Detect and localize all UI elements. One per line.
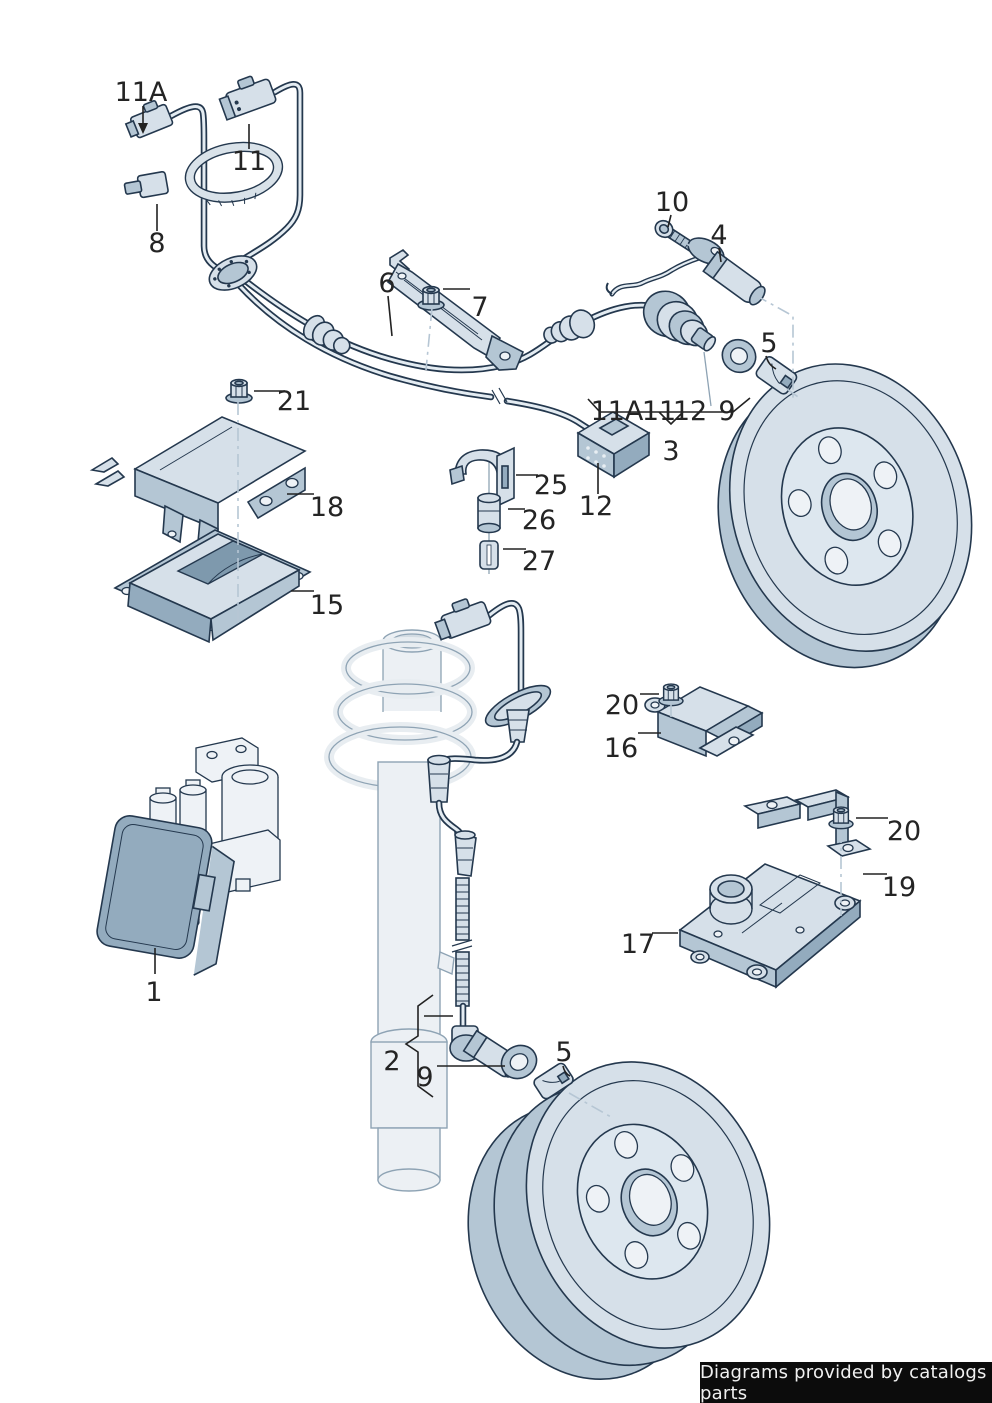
abs-control-module-1 — [96, 815, 235, 976]
sensor-connector — [434, 598, 492, 641]
cable-clamp-8 — [123, 141, 284, 207]
connector-12 — [576, 411, 651, 479]
part-label-6[interactable]: 6 — [378, 268, 395, 299]
part-label-2[interactable]: 2 — [383, 1046, 400, 1077]
part-label-10[interactable]: 10 — [655, 187, 689, 218]
group-label-11[interactable]: 11 — [642, 396, 676, 427]
part-label-20-right[interactable]: 20 — [887, 816, 921, 847]
watermark-banner: Diagrams provided by catalogs parts — [700, 1362, 992, 1403]
part-label-25[interactable]: 25 — [534, 470, 568, 501]
part-label-5-bottom[interactable]: 5 — [555, 1037, 572, 1068]
brake-disc-rear — [467, 1061, 771, 1381]
part-label-27[interactable]: 27 — [522, 546, 556, 577]
sensor-boot-assembly — [642, 290, 717, 352]
part-label-17[interactable]: 17 — [621, 929, 655, 960]
part-label-8[interactable]: 8 — [148, 228, 165, 259]
part-label-7[interactable]: 7 — [471, 292, 488, 323]
grommet-9-top — [721, 338, 757, 374]
nut-20-left — [658, 683, 684, 707]
acceleration-sensor-16 — [644, 686, 764, 758]
nut-21 — [225, 378, 253, 404]
control-unit-15 — [113, 529, 312, 644]
abs-hydraulic-unit — [96, 737, 281, 976]
reference-lines — [237, 240, 842, 1118]
part-label-4[interactable]: 4 — [710, 220, 727, 251]
group-label-11a[interactable]: 11A — [591, 396, 644, 427]
bracket-18 — [89, 416, 307, 553]
harness-flange — [208, 255, 258, 291]
part-label-15[interactable]: 15 — [310, 590, 344, 621]
sleeve-5-top — [755, 356, 798, 395]
brake-disc-front — [717, 363, 973, 669]
watermark-text: Diagrams provided by catalogs parts — [700, 1361, 987, 1403]
bracket-6 — [386, 248, 525, 371]
grommet-9-bottom — [500, 1044, 538, 1080]
sleeve-26 — [477, 492, 501, 534]
part-label-21[interactable]: 21 — [277, 386, 311, 417]
part-label-1[interactable]: 1 — [145, 977, 162, 1008]
suspension-strut — [324, 629, 477, 1192]
cable-boot — [302, 314, 351, 355]
part-label-11[interactable]: 11 — [232, 146, 266, 177]
part-label-26[interactable]: 26 — [522, 505, 556, 536]
part-label-3[interactable]: 3 — [662, 436, 679, 467]
part-label-9-bottom[interactable]: 9 — [416, 1062, 433, 1093]
part-label-19[interactable]: 19 — [882, 872, 916, 903]
group-label-9[interactable]: 9 — [718, 396, 735, 427]
leader-lines — [138, 106, 888, 1098]
part-label-11a[interactable]: 11A — [115, 77, 168, 108]
part-label-16[interactable]: 16 — [604, 733, 638, 764]
part-labels: 11A 11 8 6 7 10 4 5 21 18 15 25 26 27 12… — [115, 77, 922, 1093]
speed-sensor-4 — [687, 237, 766, 306]
sensor-module-17 — [678, 863, 862, 989]
part-label-5-top[interactable]: 5 — [760, 328, 777, 359]
connector-11 — [218, 75, 277, 121]
cable-boot — [543, 309, 596, 344]
group-label-12[interactable]: 12 — [673, 396, 707, 427]
part-label-18[interactable]: 18 — [310, 492, 344, 523]
wiring-harness — [167, 81, 702, 442]
abs-sensor-wire — [427, 598, 574, 1100]
part-label-20-left[interactable]: 20 — [605, 690, 639, 721]
bracket-19 — [742, 789, 872, 857]
clip-27 — [479, 540, 499, 570]
clamp-25 — [449, 446, 515, 508]
sleeve-5-bottom — [533, 1062, 574, 1100]
part-label-12[interactable]: 12 — [579, 491, 613, 522]
